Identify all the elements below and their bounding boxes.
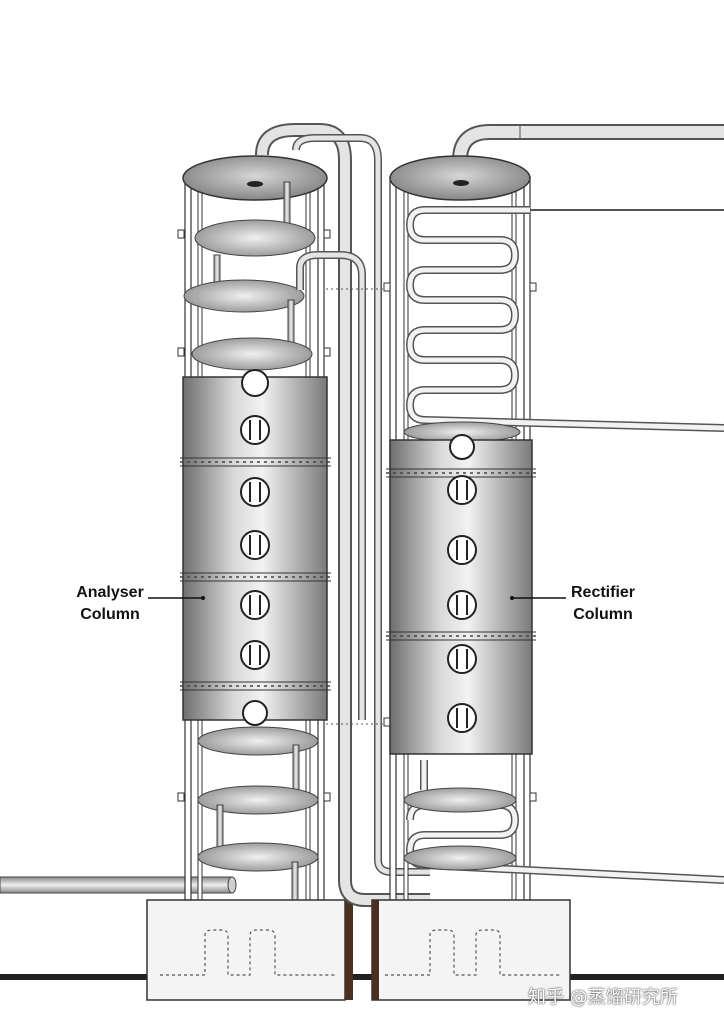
- analyser-label-line2: Column: [80, 606, 140, 623]
- rectifier-label-line2: Column: [573, 606, 633, 623]
- rectifier-label-line1: Rectifier: [570, 584, 636, 601]
- analyser-lid: [182, 155, 328, 201]
- analyser-column: [146, 155, 353, 1001]
- analyser-label: Analyser Column: [72, 582, 148, 626]
- condenser-coil: [405, 206, 724, 432]
- rectifier-label: Rectifier Column: [566, 582, 640, 626]
- watermark: 知乎 @蒸馏研究所: [528, 987, 678, 1008]
- vapour-pipe: [255, 123, 430, 907]
- analyser-label-line1: Analyser: [76, 584, 144, 601]
- feed-pipe: [0, 876, 233, 894]
- ground-line: [0, 974, 724, 980]
- analyser-base: [146, 899, 346, 1001]
- rectifier-column: [371, 155, 724, 1001]
- rectifier-lid: [389, 155, 531, 201]
